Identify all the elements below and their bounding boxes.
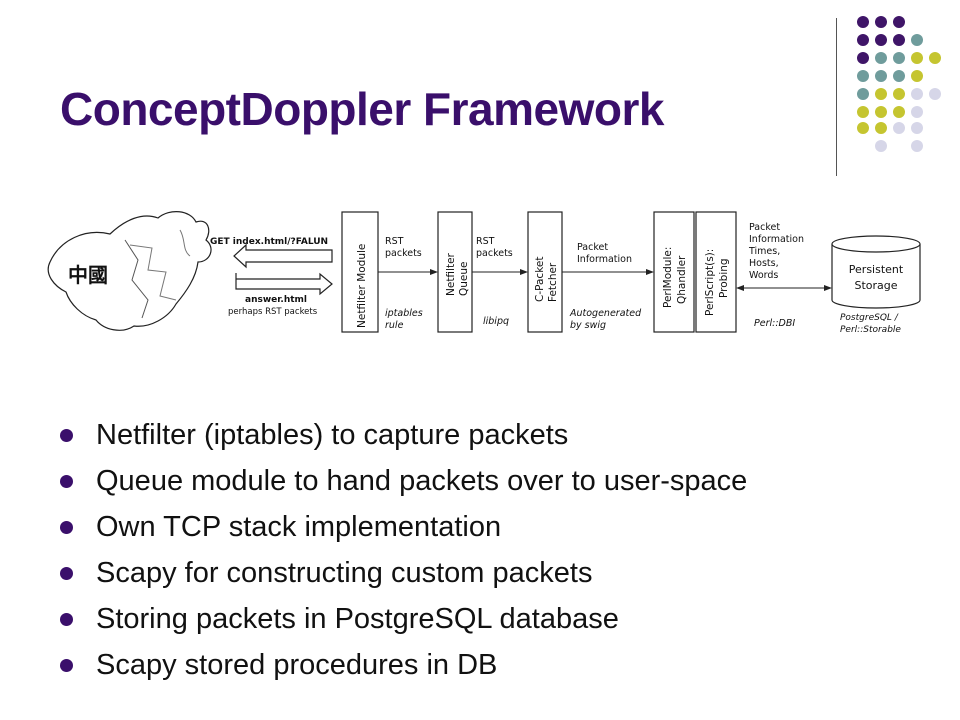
architecture-diagram: 中國 GET index.html/?FALUN answer.html per… [47, 211, 921, 335]
link3-bottom-1: Autogenerated [569, 308, 642, 319]
bullet-item: Scapy stored procedures in DB [60, 642, 747, 688]
link4-top-2: Information [749, 234, 804, 245]
link1-bottom-1: iptables [385, 308, 423, 319]
link4-bottom: Perl::DBI [754, 318, 795, 329]
china-label: 中國 [68, 263, 108, 287]
storage-label-2: Storage [854, 279, 897, 292]
link2-bottom: libipq [483, 316, 509, 327]
link1-top-1: RST [385, 236, 404, 247]
perlscript-label-1: PerlScript(s): [704, 249, 716, 316]
link1-top-2: packets [385, 248, 422, 259]
c-packet-label-2: Fetcher [547, 262, 559, 302]
netfilter-queue-label-2: Queue [458, 262, 470, 297]
response-label: answer.html [245, 295, 307, 305]
storage-note-1: PostgreSQL / [840, 313, 899, 323]
china-map: 中國 [47, 211, 212, 331]
link3-top-1: Packet [577, 242, 608, 253]
netfilter-module-box [341, 211, 379, 333]
request-label: GET index.html/?FALUN [210, 237, 328, 247]
link2-top-2: packets [476, 248, 513, 259]
perlscript-probing-box [695, 211, 737, 333]
link4-top-1: Packet [749, 222, 780, 233]
link3-bottom-2: by swig [570, 320, 606, 331]
bullet-list: Netfilter (iptables) to capture packets … [60, 412, 747, 688]
request-arrow [233, 243, 333, 269]
bullet-item: Storing packets in PostgreSQL database [60, 596, 747, 642]
perlmodule-label-2: Qhandler [676, 255, 688, 304]
bullet-item: Netfilter (iptables) to capture packets [60, 412, 747, 458]
response-note: perhaps RST packets [228, 307, 318, 317]
perlscript-label-2: Probing [718, 258, 730, 298]
netfilter-queue-box [437, 211, 473, 333]
link4-top-3: Times, [748, 246, 780, 257]
divider-line [836, 18, 837, 176]
response-arrow [235, 272, 333, 296]
c-packet-fetcher-box [527, 211, 563, 333]
perlmodule-qhandler-box [653, 211, 695, 333]
link4-top-5: Words [749, 270, 778, 281]
perlmodule-label-1: PerlModule: [662, 247, 674, 308]
bullet-item: Queue module to hand packets over to use… [60, 458, 747, 504]
c-packet-label-1: C-Packet [534, 257, 546, 302]
storage-label-1: Persistent [849, 263, 904, 276]
link2-top-1: RST [476, 236, 495, 247]
bullet-item: Own TCP stack implementation [60, 504, 747, 550]
storage-note-2: Perl::Storable [840, 325, 901, 335]
netfilter-queue-label-1: Netfilter [445, 252, 457, 296]
persistent-storage-cylinder: Persistent Storage [831, 235, 921, 309]
link1-bottom-2: rule [385, 320, 404, 331]
link4-top-4: Hosts, [749, 258, 779, 269]
slide-title: ConceptDoppler Framework [60, 83, 665, 135]
bullet-item: Scapy for constructing custom packets [60, 550, 747, 596]
netfilter-module-label: Netfilter Module [356, 244, 368, 328]
link3-top-2: Information [577, 254, 632, 265]
decorative-dot-grid [857, 16, 941, 152]
